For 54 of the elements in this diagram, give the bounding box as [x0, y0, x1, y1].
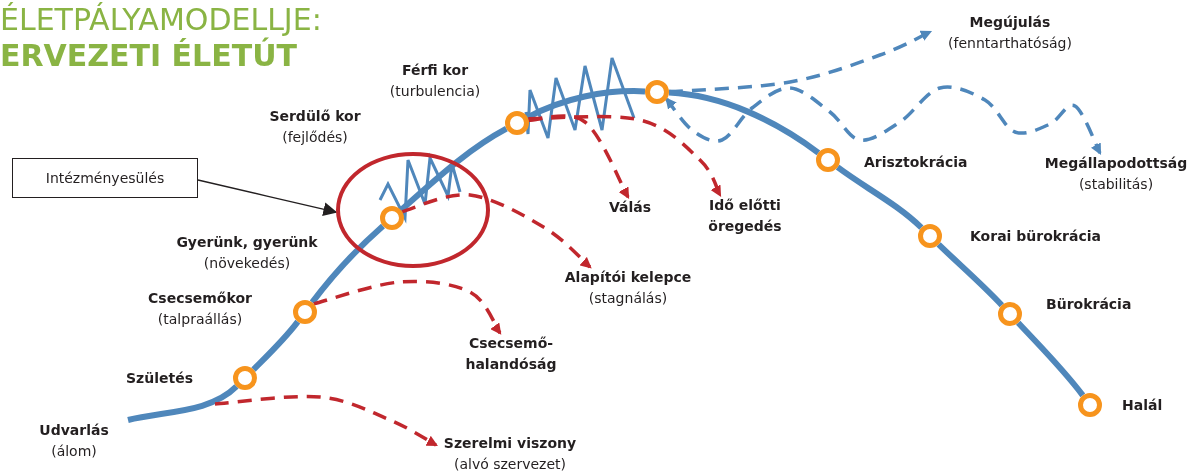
lifecycle-curve	[936, 242, 1004, 308]
stage-label: Férfi kor	[401, 61, 469, 80]
stage-note: (turbulencia)	[389, 82, 481, 101]
outcome-note: (fenntarthatóság)	[948, 34, 1072, 53]
stage-label: Halál	[1122, 396, 1163, 415]
dashed-arrow	[528, 114, 722, 197]
stage-circle	[233, 366, 257, 390]
outcome-note: (stagnálás)	[588, 289, 668, 308]
stage-label: Csecsemőkor	[148, 289, 252, 308]
stage-circle	[645, 80, 669, 104]
stage-circle	[293, 300, 317, 324]
outcome-label: Idő előtti öregedés	[707, 196, 783, 236]
stage-label: Bürokrácia	[1046, 295, 1132, 314]
lifecycle-curve	[835, 164, 924, 230]
outcome-label: Udvarlás	[39, 421, 109, 440]
outcome-label: Szerelmi viszony	[443, 434, 577, 453]
stage-circle	[380, 206, 404, 230]
outcome-note: (alvó szervezet)	[453, 455, 567, 474]
stage-note: (növekedés)	[203, 254, 291, 273]
lifecycle-curve	[251, 319, 301, 372]
stage-label: Születés	[126, 369, 193, 388]
title: ÉLETPÁLYAMODELLJE:	[0, 2, 322, 38]
outcome-label: Válás	[608, 198, 652, 217]
stage-label: Arisztokrácia	[864, 153, 968, 172]
lifecycle-curve	[668, 89, 821, 156]
stage-circle	[505, 111, 529, 135]
stage-circle	[816, 148, 840, 172]
lifecycle-curve	[399, 126, 508, 213]
lifecycle-curve	[127, 384, 239, 423]
dashed-arrow	[313, 279, 502, 335]
outcome-label: Csecsemő-halandóság	[464, 334, 558, 374]
stage-circle	[1078, 393, 1102, 417]
outcome-note: (stabilitás)	[1078, 175, 1154, 194]
stage-label: Gyerünk, gyerünk	[176, 233, 318, 252]
highlight-ring	[336, 152, 490, 268]
dashed-arrow	[528, 114, 630, 199]
stage-label: Serdülő kor	[269, 107, 361, 126]
lifecycle-curve	[309, 223, 385, 305]
stage-note: (fejlődés)	[282, 128, 348, 147]
outcome-label: Megújulás	[969, 13, 1051, 32]
dashed-arrow	[665, 85, 1102, 155]
outcome-note: (álom)	[51, 442, 97, 461]
dashed-arrow	[214, 394, 438, 447]
stage-label: Korai bürokrácia	[970, 227, 1101, 246]
outcome-label: Megállapodottság	[1044, 154, 1188, 173]
arrow	[197, 179, 338, 217]
dashed-arrow	[401, 193, 592, 269]
stage-circle	[918, 224, 942, 248]
outcome-label: Alapítói kelepce	[564, 268, 692, 287]
subtitle: ERVEZETI ÉLETÚT	[0, 38, 297, 74]
lifecycle-curve	[1016, 320, 1086, 398]
stage-note: (talpraállás)	[157, 310, 243, 329]
label-box: Intézményesülés	[12, 158, 198, 198]
stage-circle	[998, 302, 1022, 326]
